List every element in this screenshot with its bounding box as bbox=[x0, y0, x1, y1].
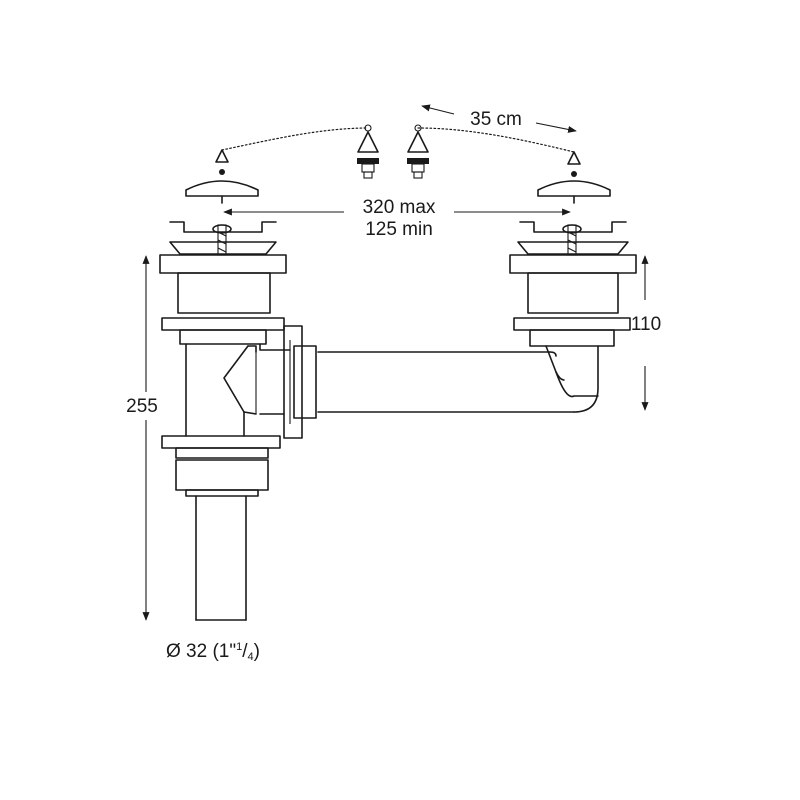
outlet-tailpiece bbox=[195, 495, 247, 621]
trap-tee-body bbox=[185, 343, 291, 437]
svg-text:Ø 32 (1"1/4): Ø 32 (1"1/4) bbox=[166, 641, 260, 663]
label-diameter-close: ) bbox=[254, 641, 260, 662]
label-spacing-max: 320 max bbox=[363, 197, 436, 218]
waste-outlet-left bbox=[159, 221, 287, 345]
plug-left bbox=[185, 149, 259, 204]
side-inlet-nut bbox=[283, 325, 317, 439]
plug-right bbox=[537, 151, 611, 204]
label-diameter-slash: / bbox=[242, 641, 248, 662]
overflow-clip-right bbox=[407, 124, 429, 179]
label-spacing-min: 125 min bbox=[365, 219, 433, 240]
label-diameter-num: 1 bbox=[236, 641, 242, 653]
outlet-nut bbox=[161, 435, 281, 497]
label-outlet-height: 110 bbox=[631, 314, 661, 335]
dimension-total-height: 255 bbox=[126, 255, 158, 621]
label-diameter-main: Ø 32 (1" bbox=[166, 641, 236, 662]
label-total-height: 255 bbox=[126, 396, 158, 417]
label-diameter-den: 4 bbox=[248, 651, 254, 663]
waste-outlet-right bbox=[509, 221, 637, 347]
dimension-outlet-spacing: 320 max 125 min bbox=[223, 197, 571, 240]
dimension-outlet-height: 110 bbox=[631, 255, 661, 411]
connecting-pipe bbox=[317, 345, 599, 413]
label-diameter: Ø 32 (1"1/4) bbox=[166, 641, 260, 663]
overflow-clip-left bbox=[357, 124, 379, 179]
label-overflow-distance: 35 cm bbox=[470, 109, 522, 130]
plug-chains bbox=[221, 127, 575, 153]
dimension-overflow-spacing: 35 cm bbox=[421, 104, 577, 133]
